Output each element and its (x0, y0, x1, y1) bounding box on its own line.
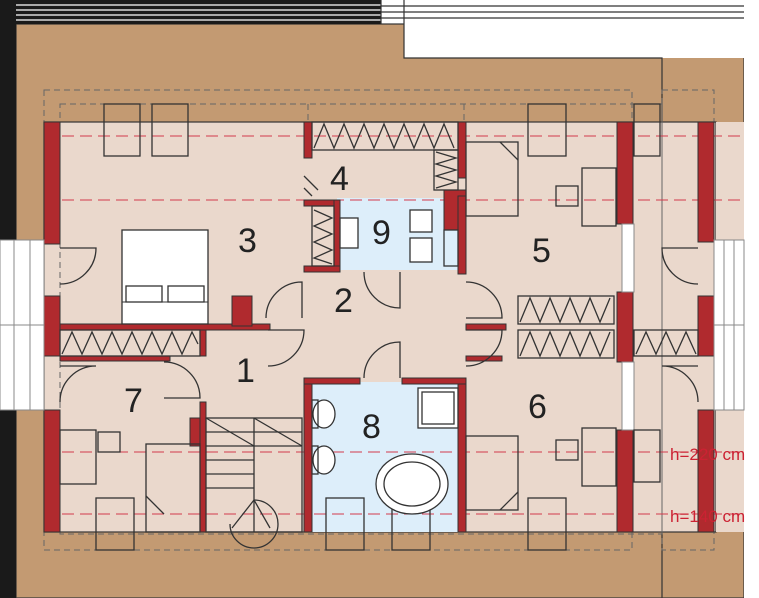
kneewall-inner (59, 103, 663, 535)
stairs (205, 417, 303, 549)
doors (59, 175, 699, 403)
top-hatch-lines (16, 4, 381, 21)
room-labels: 1 2 3 4 5 6 7 8 9 (124, 160, 551, 446)
bathroom-fixtures (311, 209, 459, 515)
room-label-5: 5 (532, 232, 551, 270)
room-label-6: 6 (528, 388, 547, 426)
room-label-9: 9 (372, 214, 391, 252)
top-white-area (404, 0, 744, 58)
room-label-1: 1 (236, 352, 255, 390)
height-label-220: h=220 cm (670, 445, 745, 464)
height-label-140: h=140 cm (670, 507, 745, 526)
room-label-4: 4 (330, 160, 349, 198)
room-label-2: 2 (334, 282, 353, 320)
windows (0, 223, 745, 431)
wardrobes (59, 121, 699, 359)
furniture (59, 103, 661, 551)
room-label-3: 3 (238, 222, 257, 260)
right-white-area (744, 0, 759, 598)
top-right-lines (380, 0, 744, 24)
room-label-8: 8 (362, 408, 381, 446)
room-label-7: 7 (124, 382, 143, 420)
